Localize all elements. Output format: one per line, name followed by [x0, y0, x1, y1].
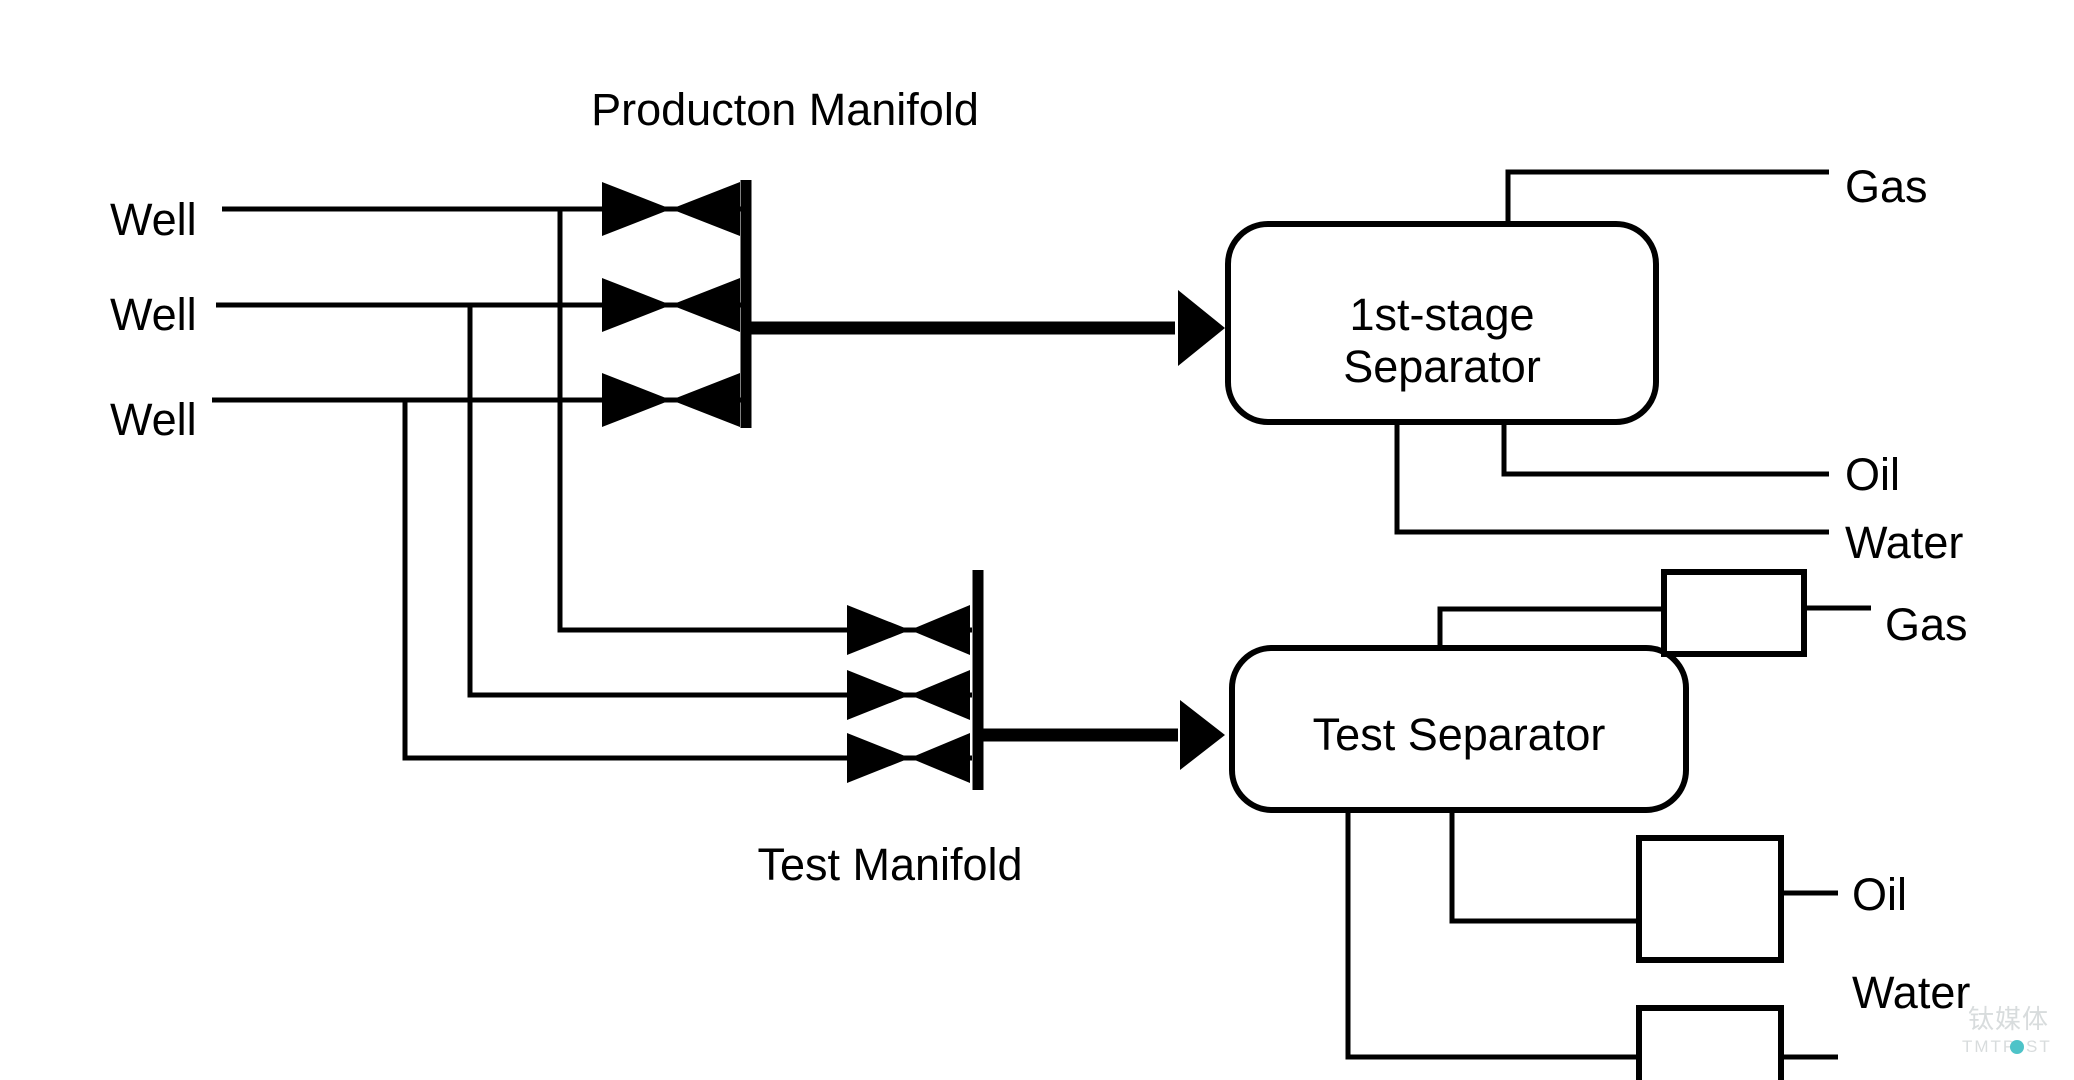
watermark-latin-left: TMTP	[1962, 1037, 2016, 1056]
well-2-test-branch	[467, 305, 845, 698]
production-valve-2[interactable]	[600, 278, 742, 332]
watermark-latin-right: ST	[2026, 1037, 2052, 1056]
production-oil-line	[1501, 422, 1829, 477]
test-oil-label: Oil	[1852, 869, 1907, 920]
well-1-test-branch	[557, 209, 845, 633]
test-oil-meter[interactable]	[1636, 835, 1784, 963]
production-water-line	[1394, 422, 1829, 535]
production-gas-line	[1505, 169, 1829, 224]
first-stage-separator-label-line2: Separator	[1343, 341, 1541, 392]
test-to-separator-line	[978, 700, 1225, 770]
watermark: 钛媒体 TMTP ST	[1962, 1005, 2052, 1056]
production-water-label: Water	[1845, 517, 1963, 568]
test-valve-1[interactable]	[845, 605, 972, 655]
test-valve-2[interactable]	[845, 670, 972, 720]
test-gas-meter[interactable]	[1661, 569, 1807, 657]
test-water-label: Water	[1852, 967, 1970, 1018]
well-label-2: Well	[110, 289, 197, 340]
test-valve-3[interactable]	[845, 733, 972, 783]
test-manifold-title: Test Manifold	[757, 839, 1022, 890]
first-stage-separator[interactable]: 1st-stage Separator	[1225, 221, 1659, 425]
test-water-meter[interactable]	[1636, 1005, 1784, 1080]
well-3-test-branch	[402, 400, 845, 761]
well-label-1: Well	[110, 194, 197, 245]
test-gas-label: Gas	[1885, 599, 1968, 650]
test-oil-line	[1449, 810, 1639, 924]
well-label-3: Well	[110, 394, 197, 445]
production-valve-3[interactable]	[600, 373, 742, 427]
production-oil-label: Oil	[1845, 449, 1900, 500]
production-manifold-title: Producton Manifold	[591, 84, 979, 135]
first-stage-separator-label-line1: 1st-stage	[1349, 289, 1534, 340]
test-water-line	[1345, 810, 1639, 1060]
production-gas-label: Gas	[1845, 161, 1928, 212]
test-separator[interactable]: Test Separator	[1229, 645, 1689, 813]
test-separator-label: Test Separator	[1313, 709, 1606, 760]
production-valve-1[interactable]	[600, 182, 742, 236]
watermark-cjk-text: 钛媒体	[1968, 1005, 2049, 1035]
test-gas-line	[1437, 606, 1664, 648]
watermark-dot-icon	[2010, 1040, 2024, 1054]
production-to-separator-line	[746, 290, 1225, 366]
